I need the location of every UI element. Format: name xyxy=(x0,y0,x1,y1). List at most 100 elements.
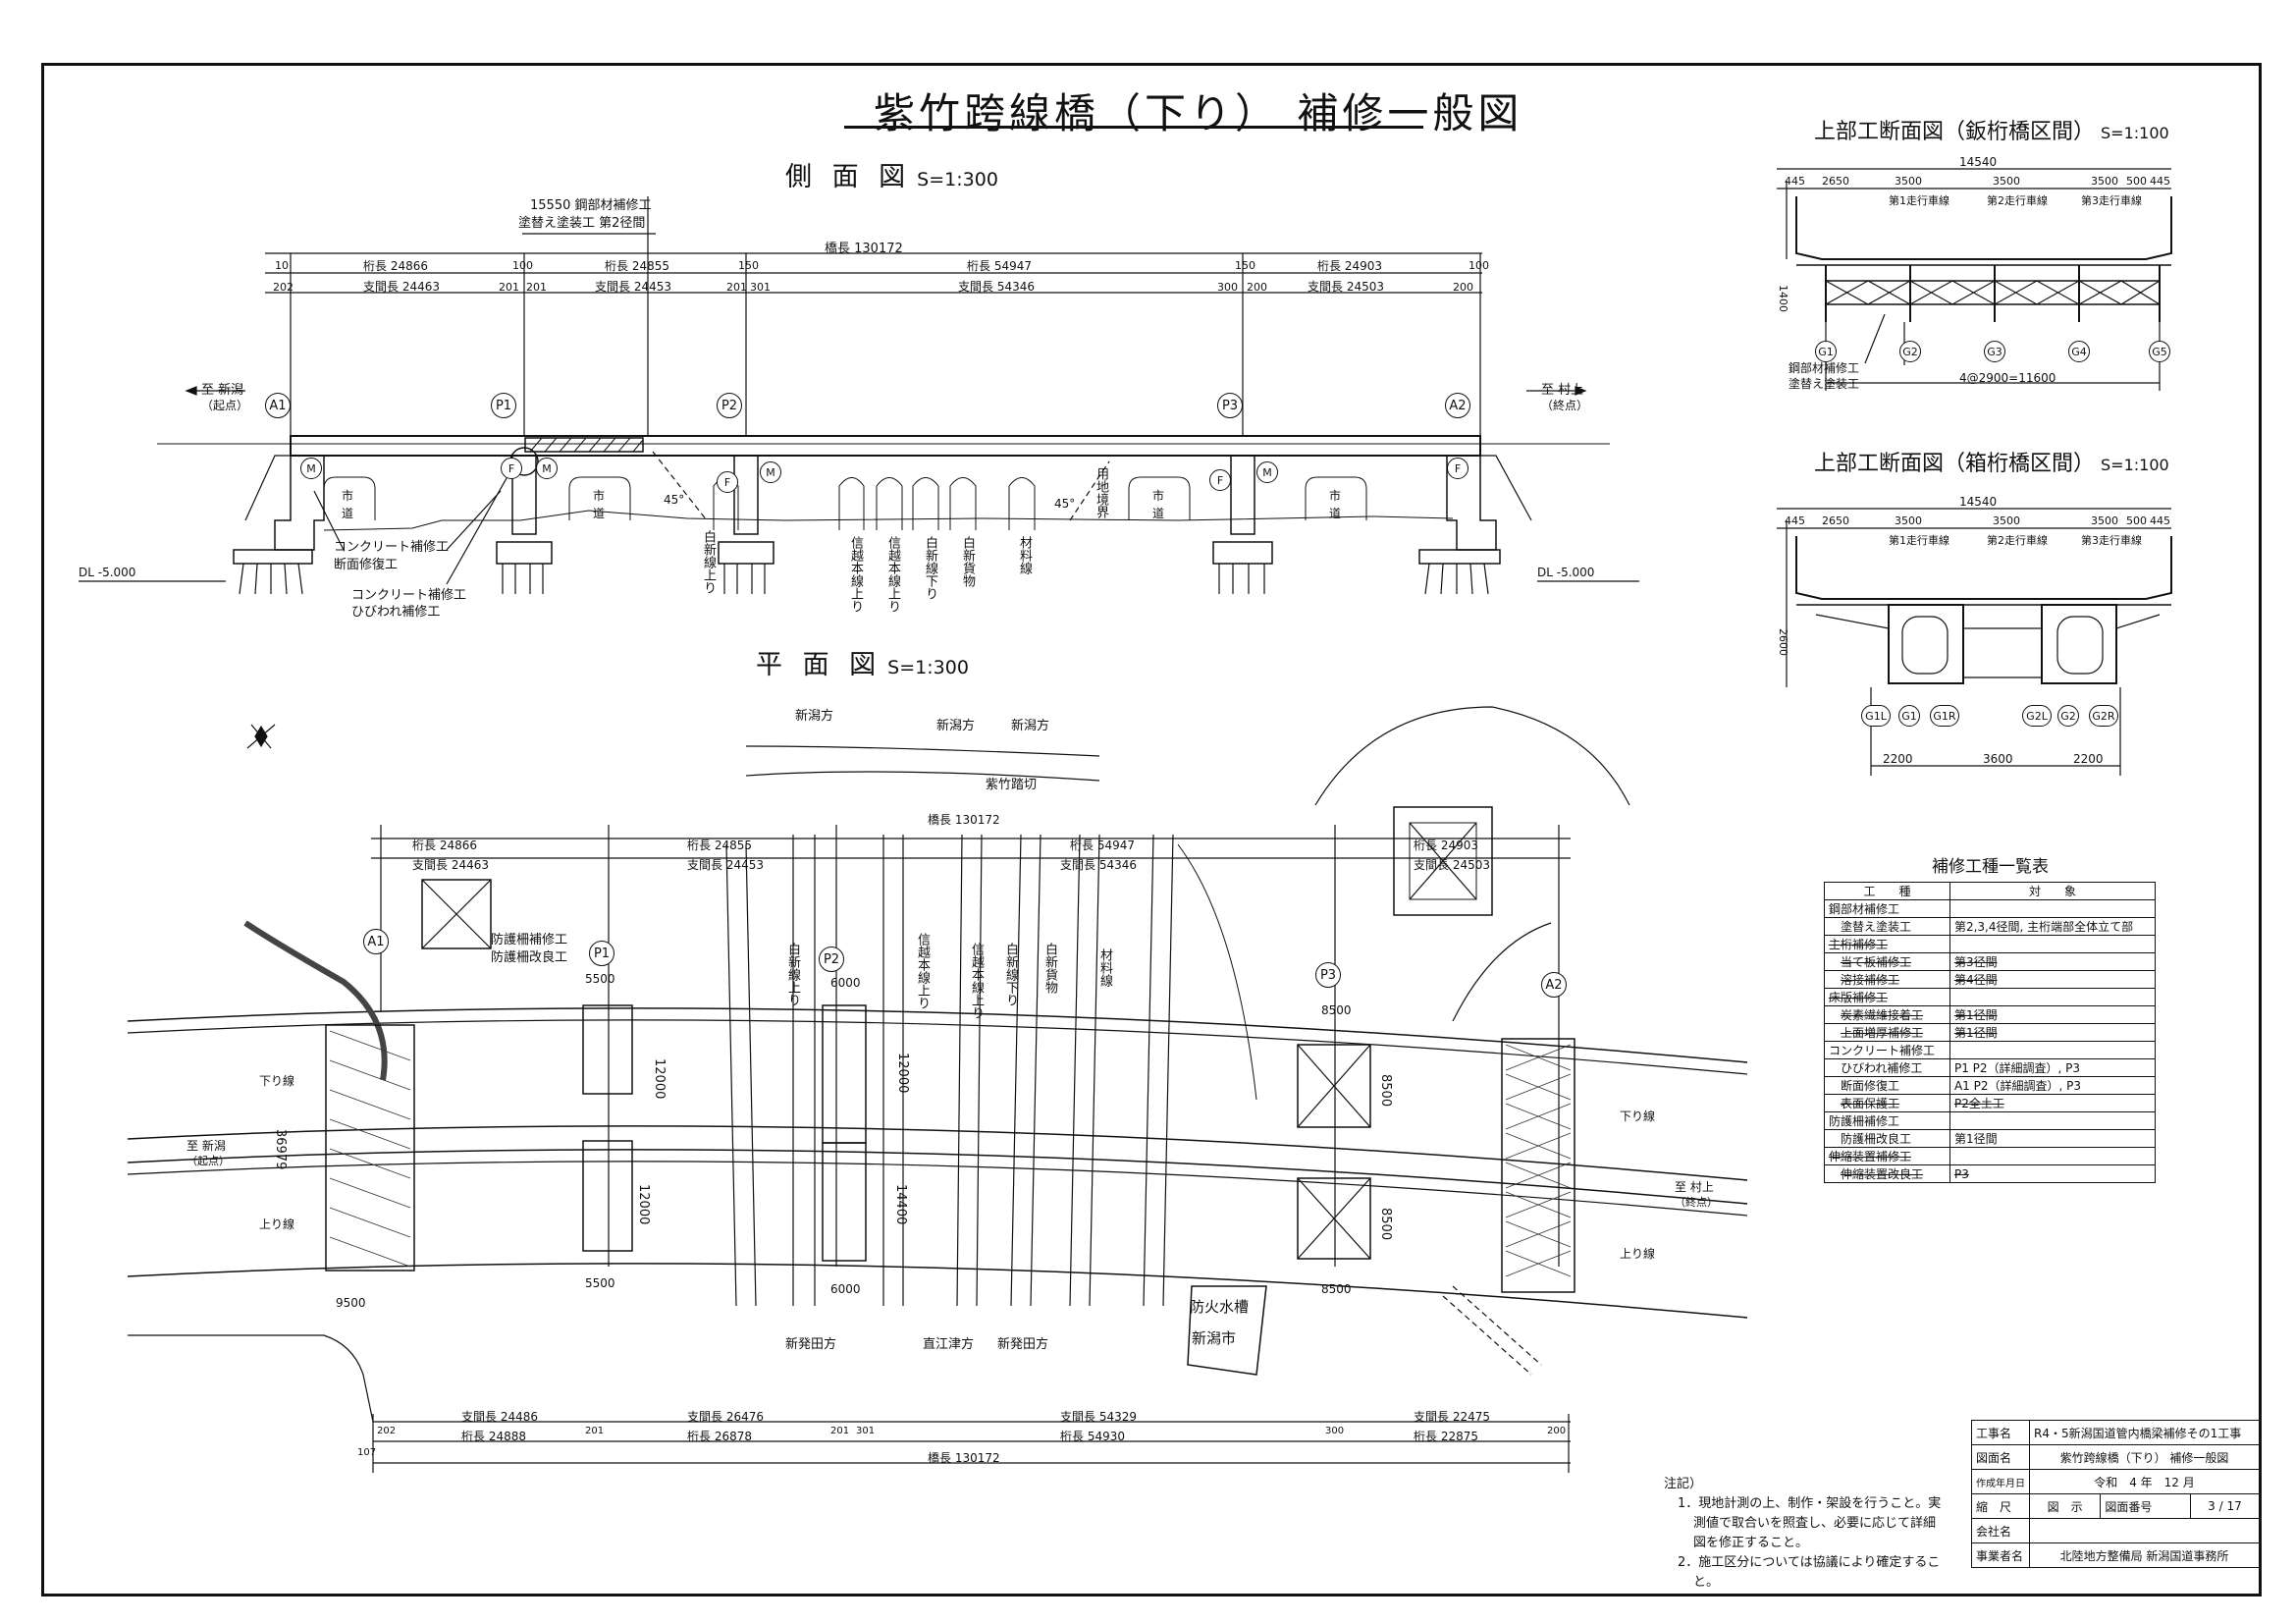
repair-target-cell: 第3径間 xyxy=(1949,952,2157,971)
note-2: 2．施工区分については協議により確定するこ xyxy=(1678,1555,1941,1570)
plan-top-road: 紫竹踏切 xyxy=(986,778,1038,792)
dim-12000-b: 12000 xyxy=(636,1184,651,1225)
girder-g5: G5 xyxy=(2149,341,2170,362)
plan-track-2: 信越本線上り xyxy=(915,933,930,1009)
repair-target-cell: 第4径間 xyxy=(1949,970,2157,989)
side-span-length-4: 支間長 24503 xyxy=(1308,280,1384,294)
section-plate-dim-3500a: 3500 xyxy=(1895,175,1922,188)
side-girder-length-1: 桁長 24866 xyxy=(363,259,428,273)
repair-target-cell xyxy=(1949,988,2157,1006)
plan-dir-bottom-2: 直江津方 xyxy=(923,1337,975,1352)
road-label-1a: 市 xyxy=(342,489,354,503)
tb-drawing-label: 図面名 xyxy=(1971,1444,2030,1470)
repair-table-row: 上面増厚補修工第1径間 xyxy=(1824,1023,2157,1042)
plan-span-4: 支間長 24503 xyxy=(1414,858,1490,872)
repair-type-cell: ひびわれ補修工 xyxy=(1824,1058,1950,1077)
girder-g4: G4 xyxy=(2068,341,2090,362)
plan-track-1: 白新線上り xyxy=(785,943,800,1006)
repair-header-type: 工 種 xyxy=(1824,882,1950,900)
repair-target-cell: P3 xyxy=(1949,1164,2157,1183)
repair-type-cell: コンクリート補修工 xyxy=(1824,1041,1950,1059)
repair-target-cell xyxy=(1949,1147,2157,1165)
girder-g2l: G2L xyxy=(2022,705,2052,727)
repair-target-cell xyxy=(1949,935,2157,953)
support-p2-plan: P2 xyxy=(819,947,844,972)
plan-to-right-sub: （終点） xyxy=(1675,1196,1718,1209)
dim-6000-top: 6000 xyxy=(830,976,861,990)
title-block-client-row: 事業者名 北陸地方整備局 新潟国道事務所 xyxy=(1971,1542,2260,1568)
repair-type-cell: 床版補修工 xyxy=(1824,988,1950,1006)
plan-view-heading-text: 平 面 図 xyxy=(756,650,882,680)
callout-concrete-1b: 断面修復工 xyxy=(334,558,399,572)
direction-left-sub: （起点） xyxy=(201,399,249,412)
repair-table-row: 伸縮装置補修工 xyxy=(1824,1147,2157,1165)
repair-type-cell: 塗替え塗装工 xyxy=(1824,917,1950,936)
side-dim-201b: 201 xyxy=(526,281,547,294)
side-span-length-3: 支間長 54346 xyxy=(958,280,1035,294)
section-box-dim-2200b: 2200 xyxy=(2073,752,2104,766)
track-label-3: 信越本線上り xyxy=(885,536,900,613)
support-a1-side: A1 xyxy=(265,393,291,418)
side-bridge-length: 橋長 130172 xyxy=(825,242,903,256)
plan-track-4: 白新線下り xyxy=(1003,943,1018,1006)
section-plate-callout: 鋼部材補修工 xyxy=(1789,361,1860,375)
section-box-total: 14540 xyxy=(1959,495,1998,509)
guard-repair-label: 防護柵補修工 xyxy=(491,933,568,947)
lane-down-left: 下り線 xyxy=(259,1074,295,1088)
plan-dir-bottom-3: 新発田方 xyxy=(997,1337,1049,1352)
section-plate-scale: S=1:100 xyxy=(2101,124,2169,142)
section-plate-dim-445a: 445 xyxy=(1785,175,1805,188)
side-span-length-1: 支間長 24463 xyxy=(363,280,440,294)
repair-table-header: 工 種 対 象 xyxy=(1824,882,2157,900)
side-span-length-2: 支間長 24453 xyxy=(595,280,671,294)
section-plate-callout2: 塗替え塗装工 xyxy=(1789,377,1860,391)
repair-type-cell: 主桁補修工 xyxy=(1824,935,1950,953)
plan-to-right: 至 村上 xyxy=(1675,1180,1714,1194)
girder-g1: G1 xyxy=(1815,341,1837,362)
note-1c: 図を修正すること。 xyxy=(1693,1536,1809,1550)
bottom-girder-3: 桁長 54930 xyxy=(1060,1430,1125,1443)
side-girder-length-4: 桁長 24903 xyxy=(1317,259,1382,273)
bottom-span-1: 支間長 24486 xyxy=(461,1410,538,1424)
repair-table-row: 炭素繊維接着工第1径間 xyxy=(1824,1005,2157,1024)
plan-dir-top-2: 新潟方 xyxy=(936,719,976,733)
section-plate-heading: 上部工断面図（鈑桁橋区間）S=1:100 xyxy=(1814,114,2169,145)
road-label-1b: 道 xyxy=(342,507,354,520)
dim-5500-bottom: 5500 xyxy=(585,1276,615,1290)
bottom-dim-301: 301 xyxy=(856,1426,876,1436)
girder-g1-box: G1 xyxy=(1898,705,1920,727)
repair-type-cell: 伸縮装置改良工 xyxy=(1824,1164,1950,1183)
girder-g2-box: G2 xyxy=(2057,705,2079,727)
angle-left: 45° xyxy=(664,493,685,507)
section-box-heading: 上部工断面図（箱桁橋区間）S=1:100 xyxy=(1814,446,2169,477)
side-girder-length-2: 桁長 24855 xyxy=(605,259,669,273)
road-label-4a: 市 xyxy=(1329,489,1342,503)
notes-head: 注記） xyxy=(1664,1477,1703,1491)
tb-project-label: 工事名 xyxy=(1971,1420,2030,1445)
support-p1-side: P1 xyxy=(491,393,516,418)
side-girder-length-3: 桁長 54947 xyxy=(967,259,1032,273)
road-label-3b: 道 xyxy=(1152,507,1165,520)
tb-client-label: 事業者名 xyxy=(1971,1542,2030,1568)
track-label-6: 材料線 xyxy=(1017,536,1032,574)
dim-14400: 14400 xyxy=(893,1184,908,1225)
section-box-lane-3: 第3走行車線 xyxy=(2081,534,2142,547)
bearing-a1: M xyxy=(300,458,322,479)
support-p3-plan: P3 xyxy=(1315,962,1341,988)
section-plate-dim-3500c: 3500 xyxy=(2091,175,2118,188)
repair-type-cell: 当て板補修工 xyxy=(1824,952,1950,971)
plan-track-6: 材料線 xyxy=(1097,948,1112,987)
plan-track-5: 白新貨物 xyxy=(1042,943,1057,994)
repair-table-row: 床版補修工 xyxy=(1824,988,2157,1006)
dl-right: DL -5.000 xyxy=(1537,566,1595,579)
side-dim-201c: 201 xyxy=(726,281,747,294)
section-plate-lane-1: 第1走行車線 xyxy=(1889,194,1949,207)
side-view-heading-text: 側 面 図 xyxy=(785,162,912,192)
lane-up-right: 上り線 xyxy=(1620,1247,1656,1261)
dl-left: DL -5.000 xyxy=(79,566,136,579)
section-plate-total: 14540 xyxy=(1959,155,1998,169)
title-underline xyxy=(844,126,1423,129)
plan-girder-1: 桁長 24866 xyxy=(412,839,477,852)
